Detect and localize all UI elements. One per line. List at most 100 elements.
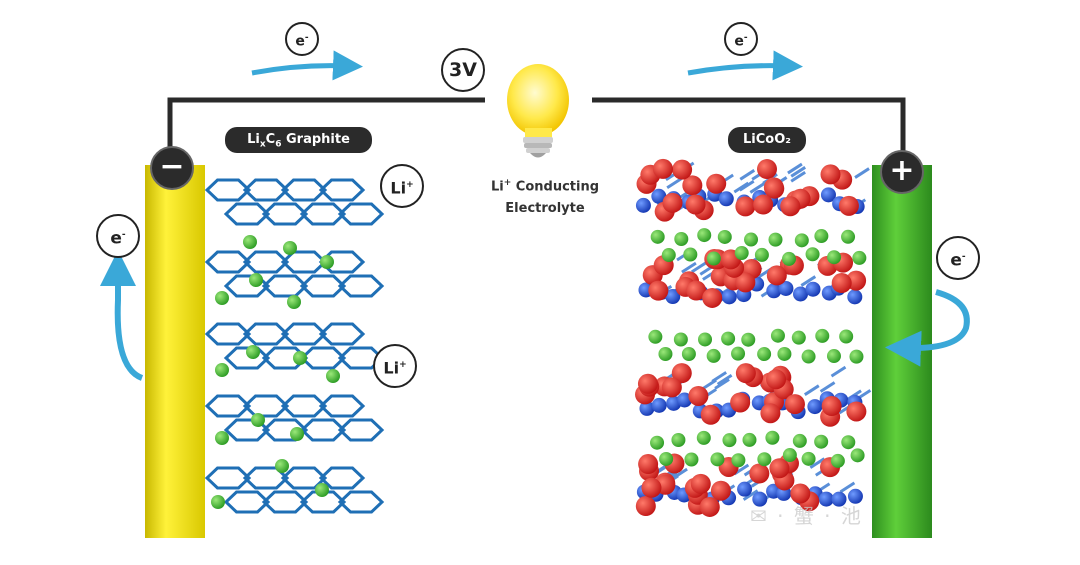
lithium-atom [658, 346, 673, 361]
anode-label: LixC6 Graphite [225, 127, 372, 153]
lithium-atom [275, 459, 289, 473]
lithium-atom [742, 432, 757, 447]
oxygen-atom [766, 265, 787, 286]
lithium-atom [850, 448, 865, 463]
oxygen-atom [769, 458, 790, 479]
oxygen-atom [638, 454, 659, 475]
lithium-atom [249, 273, 263, 287]
cobalt-atom [635, 197, 651, 213]
lithium-atom [211, 495, 225, 509]
chemical-bond [803, 384, 820, 396]
oxygen-atom [652, 158, 673, 179]
cobalt-atom [847, 488, 863, 504]
oxygen-atom [730, 392, 751, 413]
oxygen-atom [735, 196, 756, 217]
oxygen-atom [735, 363, 756, 384]
lithium-atom [839, 329, 854, 344]
lithium-atom [659, 451, 674, 466]
oxygen-atom [686, 280, 707, 301]
chemical-bond [714, 378, 730, 390]
graphite-hexagon [261, 202, 309, 226]
cathode-label: LiCoO₂ [728, 127, 806, 153]
electron-badge-top-left: e- [285, 22, 319, 56]
electron-badge-cathode: e- [936, 236, 980, 280]
chemical-bond [830, 365, 847, 378]
oxygen-atom [700, 404, 721, 425]
lithium-atom [791, 330, 806, 345]
lithium-atom [815, 328, 830, 343]
lithium-atom [243, 235, 257, 249]
lithium-atom [814, 229, 829, 244]
chemical-bond [749, 182, 766, 194]
oxygen-atom [766, 369, 787, 390]
graphite-hexagon [261, 274, 309, 298]
oxygen-atom [760, 403, 781, 424]
graphite-hexagon [299, 418, 347, 442]
negative-terminal-icon: − [150, 146, 194, 190]
cobalt-atom [778, 280, 794, 296]
oxygen-atom [710, 480, 731, 501]
graphite-hexagon [204, 394, 252, 418]
oxygen-atom [699, 496, 720, 517]
lithium-atom [741, 332, 756, 347]
chemical-bond [819, 381, 836, 393]
graphite-hexagon [337, 202, 385, 226]
graphite-hexagon [299, 274, 347, 298]
lithium-atom [215, 291, 229, 305]
chemical-bond [742, 489, 759, 501]
lithium-atom [283, 241, 297, 255]
oxygen-atom [749, 463, 770, 484]
chemical-bond [854, 167, 870, 179]
graphite-hexagon [223, 490, 271, 514]
graphite-hexagon [318, 466, 366, 490]
lithium-atom [293, 351, 307, 365]
graphite-hexagon [280, 466, 328, 490]
cobalt-atom [677, 392, 693, 408]
oxygen-atom [846, 401, 867, 422]
oxygen-atom [685, 194, 706, 215]
chemical-bond [716, 374, 733, 386]
lithium-atom [757, 347, 772, 362]
lithium-atom [768, 232, 783, 247]
oxygen-atom [756, 159, 777, 180]
lithium-atom [251, 413, 265, 427]
lithium-atom [754, 247, 769, 262]
chemical-bond [691, 261, 707, 274]
electron-badge-anode: e- [96, 214, 140, 258]
lithium-atom [684, 452, 699, 467]
lithium-atom [794, 233, 809, 248]
chemical-bond [839, 481, 856, 494]
graphite-hexagon [204, 322, 252, 346]
oxygen-atom [784, 394, 805, 415]
lithium-atom [744, 232, 759, 247]
graphite-hexagon [337, 346, 385, 370]
graphite-hexagon [299, 202, 347, 226]
lithium-atom [674, 231, 689, 246]
oxygen-atom [690, 473, 711, 494]
oxygen-atom [672, 159, 693, 180]
oxygen-atom [838, 195, 859, 216]
lithium-atom [826, 349, 841, 364]
graphite-hexagon [318, 322, 366, 346]
graphite-hexagon [280, 322, 328, 346]
cobalt-atom [639, 400, 655, 416]
graphite-hexagon [280, 394, 328, 418]
oxygen-atom [702, 287, 723, 308]
licoo2-lattice [635, 158, 872, 517]
lithium-atom [814, 434, 829, 449]
chemical-bond [790, 166, 807, 178]
positive-terminal-icon: + [880, 150, 924, 194]
lithium-atom [681, 347, 696, 362]
lithium-atom [781, 251, 796, 266]
lithium-atom [246, 345, 260, 359]
lithium-atom [287, 295, 301, 309]
chemical-bond [733, 181, 750, 194]
lithium-atom [841, 229, 856, 244]
lithium-atom [801, 349, 816, 364]
lithium-atom [852, 250, 867, 265]
lithium-atom [290, 427, 304, 441]
cobalt-atom [766, 283, 782, 299]
lithium-atom [661, 248, 676, 263]
lithium-atom [731, 346, 746, 361]
lithium-atom [683, 247, 698, 262]
